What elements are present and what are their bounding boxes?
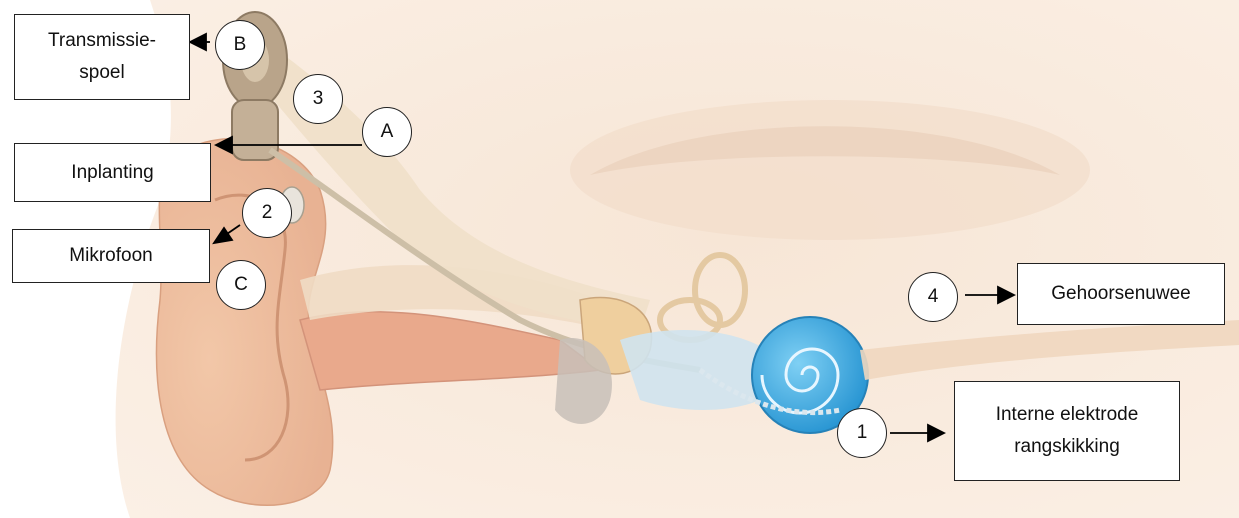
marker-1: 1 [837,408,887,458]
label-auditory-nerve: Gehoorsenuwee [1017,263,1225,325]
marker-2: 2 [242,188,292,238]
label-implant: Inplanting [14,143,211,202]
marker-1-text: 1 [857,422,868,444]
marker-a: A [362,107,412,157]
marker-b: B [215,20,265,70]
marker-c: C [216,260,266,310]
label-implant-text: Inplanting [71,157,153,189]
marker-4-text: 4 [928,286,939,308]
marker-2-text: 2 [262,202,273,224]
marker-c-text: C [234,274,248,296]
label-electrode-array: Interne elektrode rangskikking [954,381,1180,481]
marker-a-text: A [381,121,394,143]
label-microphone: Mikrofoon [12,229,210,283]
label-transmission-coil: Transmissie- spoel [14,14,190,100]
label-microphone-text: Mikrofoon [69,240,152,272]
label-auditory-nerve-text: Gehoorsenuwee [1051,278,1190,310]
label-electrode-array-text: Interne elektrode rangskikking [996,399,1139,463]
marker-3: 3 [293,74,343,124]
marker-b-text: B [234,34,247,56]
marker-3-text: 3 [313,88,324,110]
marker-4: 4 [908,272,958,322]
eye-area [570,100,1090,240]
label-transmission-coil-text: Transmissie- spoel [48,25,156,89]
